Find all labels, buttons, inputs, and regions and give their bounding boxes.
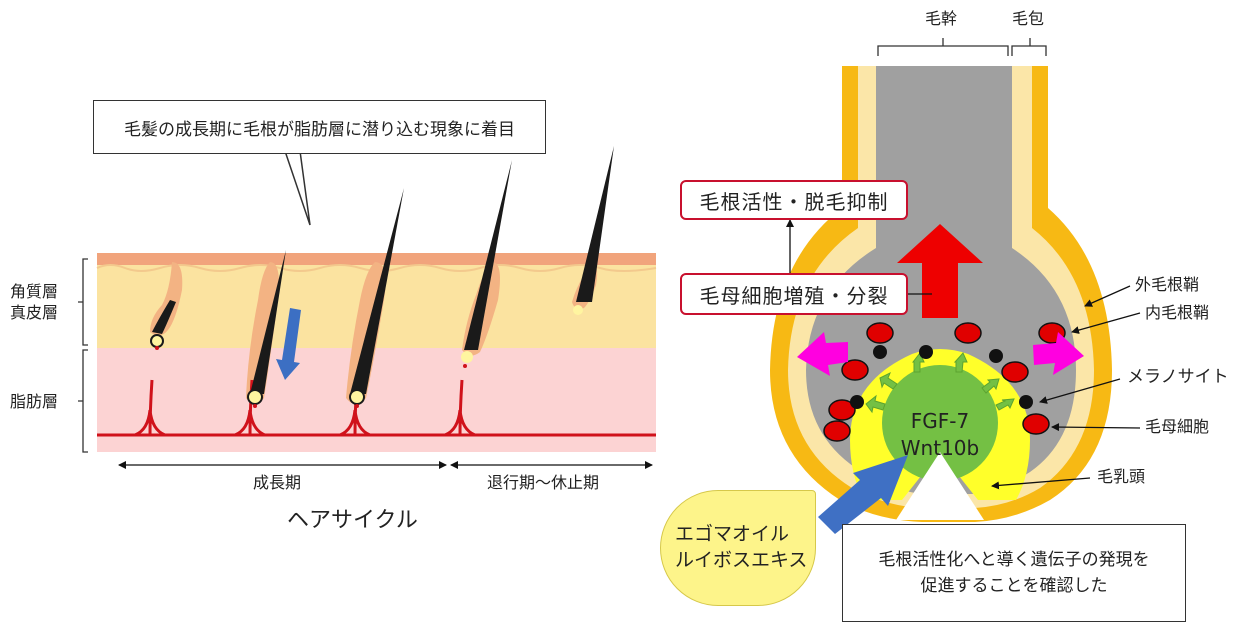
papilla-notch bbox=[896, 452, 984, 520]
bracket-follicle bbox=[1011, 38, 1047, 56]
effect-box-proliferation: 毛母細胞増殖・分裂 bbox=[680, 273, 908, 315]
side-arrow-left bbox=[797, 332, 848, 376]
leader-papilla bbox=[991, 477, 1091, 490]
oil-rooibos: ルイボスエキス bbox=[675, 549, 808, 571]
down-arrow bbox=[276, 308, 301, 380]
side-arrow-right bbox=[1033, 332, 1084, 375]
label-dermis: 真皮層 bbox=[10, 303, 59, 322]
effect-box-proliferation-text: 毛母細胞増殖・分裂 bbox=[699, 283, 889, 308]
label-melanocyte: メラノサイト bbox=[1127, 367, 1229, 387]
oil-arrow bbox=[818, 455, 908, 534]
growth-factors: FGF-7 Wnt10b bbox=[878, 408, 1002, 462]
up-arrow bbox=[897, 224, 983, 318]
label-stratum-corneum: 角質層 bbox=[10, 282, 59, 301]
follicle bbox=[770, 38, 1141, 534]
oil-perilla: エゴマオイル bbox=[675, 523, 790, 546]
leader-inner-sheath bbox=[1071, 312, 1141, 334]
follicle-sheath-2 bbox=[246, 262, 279, 404]
result-line-1: 毛根活性化へと導く遺伝子の発現を bbox=[878, 549, 1150, 570]
dermis-edge bbox=[96, 264, 657, 272]
hair-5 bbox=[576, 146, 614, 302]
skin-section bbox=[78, 146, 657, 469]
epidermis-top bbox=[97, 253, 656, 265]
label-hair-follicle: 毛包 bbox=[1012, 9, 1045, 28]
papilla-core bbox=[882, 365, 998, 481]
label-rest-phase: 退行期～休止期 bbox=[487, 473, 600, 492]
hair-3 bbox=[350, 188, 404, 394]
bracket-shaft bbox=[877, 38, 1009, 56]
factor-wnt10b: Wnt10b bbox=[900, 436, 980, 460]
growth-callout: 毛髪の成長期に毛根が脂肪層に潜り込む現象に着目 bbox=[93, 100, 546, 154]
leader-matrix-cell bbox=[1051, 423, 1141, 432]
effect-box-activation: 毛根活性・脱毛抑制 bbox=[680, 180, 908, 220]
growth-callout-text: 毛髪の成長期に毛根が脂肪層に潜り込む現象に着目 bbox=[124, 119, 515, 140]
label-matrix-cell: 毛母細胞 bbox=[1145, 417, 1210, 436]
hair-bulbs bbox=[150, 305, 583, 408]
hairs bbox=[152, 146, 614, 394]
hair-2 bbox=[250, 250, 286, 394]
blood-vessel bbox=[97, 379, 656, 437]
hair-4 bbox=[464, 160, 512, 350]
leader-melanocyte bbox=[1039, 378, 1121, 404]
bracket-fat bbox=[78, 349, 88, 453]
result-line-2: 促進することを確認した bbox=[920, 576, 1108, 596]
callout-tail bbox=[284, 150, 311, 226]
result-box: 毛根活性化へと導く遺伝子の発現を 促進することを確認した bbox=[842, 524, 1186, 622]
follicle-sheath-1 bbox=[150, 262, 183, 336]
label-inner-root-sheath: 内毛根鞘 bbox=[1145, 303, 1210, 322]
label-dermal-papilla: 毛乳頭 bbox=[1097, 467, 1146, 486]
melanocytes bbox=[850, 345, 1033, 409]
label-fat-layer: 脂肪層 bbox=[10, 392, 59, 411]
matrix-cells bbox=[823, 322, 1066, 442]
oil-bubble: エゴマオイル ルイボスエキス bbox=[660, 490, 816, 606]
leader-outer-sheath bbox=[1084, 285, 1131, 307]
bracket-upper bbox=[78, 258, 88, 346]
hair-1 bbox=[152, 300, 176, 334]
label-hair-shaft: 毛幹 bbox=[925, 9, 958, 28]
caption-hair-cycle: ヘアサイクル bbox=[287, 508, 418, 533]
label-outer-root-sheath: 外毛根鞘 bbox=[1135, 275, 1200, 294]
label-growth-phase: 成長期 bbox=[253, 473, 302, 492]
effect-box-activation-text: 毛根活性・脱毛抑制 bbox=[699, 189, 889, 214]
factor-fgf7: FGF-7 bbox=[910, 409, 970, 433]
